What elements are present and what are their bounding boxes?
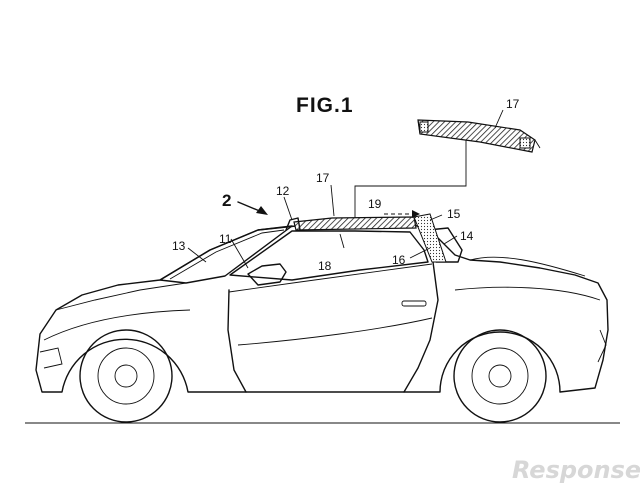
label-2: 2 [222, 191, 231, 210]
label-15: 15 [447, 207, 461, 221]
leader-lines [187, 109, 504, 269]
rear-deck-line [469, 256, 586, 277]
windshield-inner-edge [169, 229, 285, 280]
front-header [285, 217, 301, 231]
door-handle [401, 300, 427, 307]
reference-arrow-19 [384, 210, 420, 218]
hood-line [55, 282, 187, 311]
label-17-top: 17 [506, 97, 520, 111]
side-window [229, 230, 429, 281]
rear-wheel [453, 329, 547, 423]
label-12: 12 [276, 184, 290, 198]
side-mirror [247, 263, 287, 286]
roof-rail-leader [339, 233, 345, 249]
tail-lamp [597, 329, 607, 363]
label-11: 11 [219, 232, 232, 246]
label-13: 13 [172, 239, 186, 253]
front-wheel [79, 329, 173, 423]
car-body-outline [35, 223, 609, 393]
label-14: 14 [460, 229, 474, 243]
roll-bar-pillar [413, 213, 447, 263]
detached-roof-piece [417, 119, 541, 153]
door-beltline [228, 263, 433, 293]
label-18: 18 [318, 259, 332, 273]
fender-line [43, 309, 191, 341]
door-character-line [237, 317, 433, 346]
roof-panel [293, 216, 417, 231]
door-outline [227, 261, 439, 393]
rear-character-line [454, 286, 601, 301]
headlamp [39, 347, 63, 369]
figure-title: FIG.1 [296, 94, 354, 117]
reference-arrow-2 [237, 201, 268, 215]
watermark-text: Response. [512, 456, 640, 484]
label-19: 19 [368, 197, 382, 211]
removal-path-line [354, 140, 467, 218]
label-16: 16 [392, 253, 406, 267]
label-17-mid: 17 [316, 171, 330, 185]
